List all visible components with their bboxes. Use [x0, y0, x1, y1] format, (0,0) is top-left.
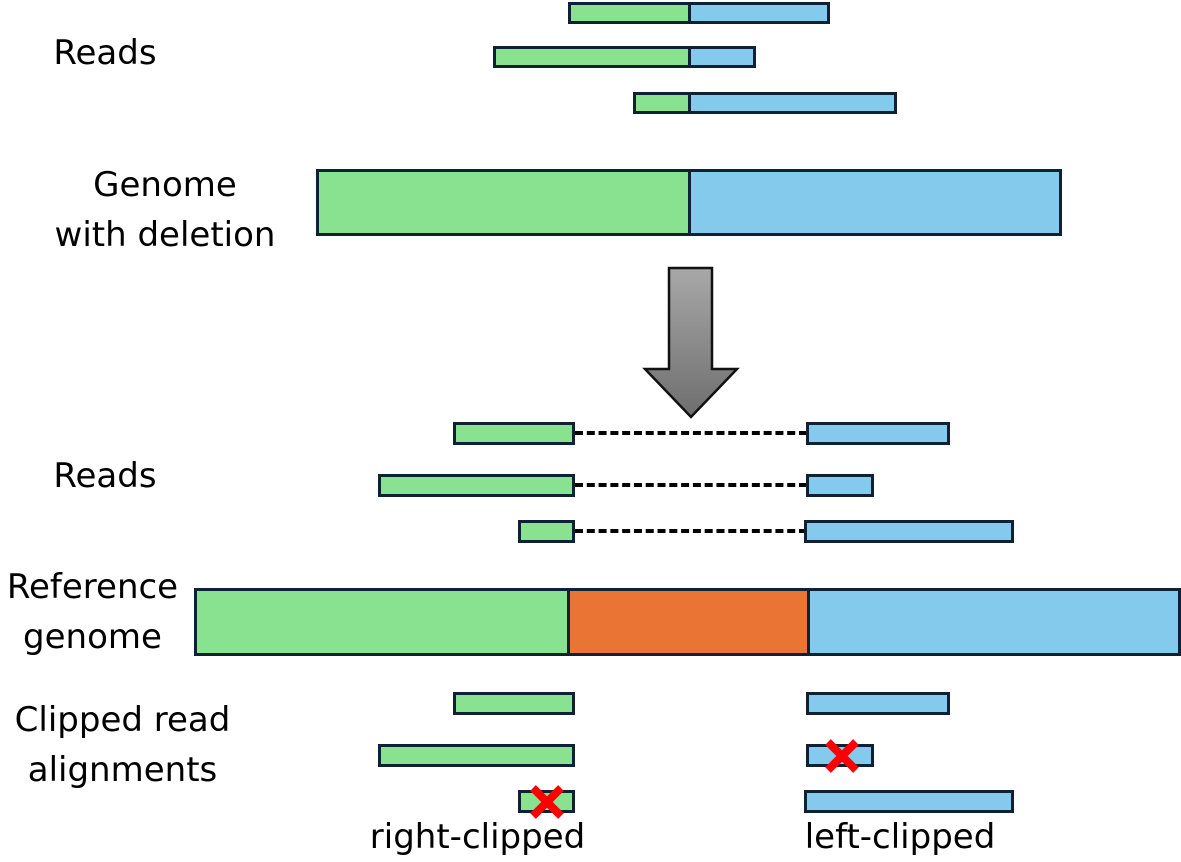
top-read-3-left [633, 92, 691, 114]
clipped-alignments-label-line1: Clipped read [14, 700, 231, 740]
left-clipped-read-3 [804, 790, 1014, 813]
reference-left [194, 588, 571, 656]
reference-deleted-region [567, 588, 811, 656]
split-read-3-left [518, 520, 575, 543]
reads-middle-label: Reads [53, 456, 157, 496]
genome-deletion-label-line2: with deletion [54, 215, 276, 255]
top-read-2-right [688, 46, 756, 68]
split-read-2-left [378, 474, 575, 497]
reference-right [807, 588, 1181, 656]
reference-genome-label: Reference genome [0, 562, 190, 662]
x-mark-icon [825, 739, 859, 773]
right-clipped-read-1 [453, 692, 575, 715]
split-read-2-right [806, 474, 874, 497]
top-read-3-right [688, 92, 897, 114]
genome-deletion-label-line1: Genome [93, 165, 237, 205]
genome-deletion-label: Genome with deletion [40, 160, 290, 260]
left-clipped-label: left-clipped [804, 817, 996, 857]
split-read-3-right [804, 520, 1014, 543]
top-read-1-left [568, 2, 691, 24]
split-read-3-gap [575, 529, 807, 533]
clipped-alignments-label-line2: alignments [27, 750, 218, 790]
clipped-alignments-label: Clipped read alignments [0, 695, 245, 795]
reference-genome-label-line1: Reference [6, 567, 179, 607]
top-read-1-right [688, 2, 830, 24]
split-read-1-gap [575, 431, 807, 435]
split-read-1-right [806, 422, 950, 445]
down-arrow-icon [642, 266, 740, 419]
genome-deletion-left [316, 169, 691, 236]
top-read-2-left [493, 46, 691, 68]
split-read-1-left [453, 422, 575, 445]
left-clipped-read-1 [806, 692, 950, 715]
right-clipped-read-2 [378, 744, 575, 767]
genome-deletion-right [688, 169, 1062, 236]
split-read-2-gap [575, 483, 807, 487]
reference-genome-label-line2: genome [23, 617, 162, 657]
reads-top-label: Reads [53, 33, 157, 73]
right-clipped-label: right-clipped [369, 817, 586, 857]
x-mark-icon [530, 785, 564, 819]
